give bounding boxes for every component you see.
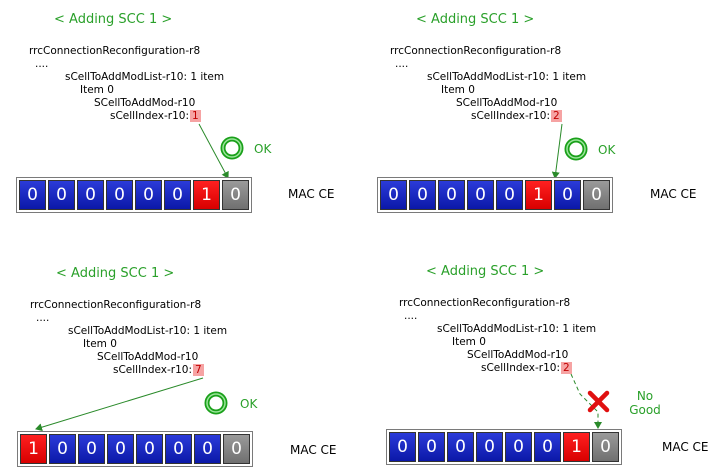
- bit-cell: 0: [534, 432, 561, 462]
- bit-cell: 0: [380, 180, 407, 210]
- rrc-code-line: Item 0: [452, 336, 486, 348]
- mac-ce-label: MAC CE: [662, 440, 709, 454]
- mac-ce-label: MAC CE: [650, 187, 697, 201]
- scell-index-label: sCellIndex-r10:: [481, 362, 561, 374]
- bit-cell: 0: [496, 180, 523, 210]
- panel-title: < Adding SCC 1 >: [426, 264, 545, 279]
- rrc-code-line: rrcConnectionReconfiguration-r8: [30, 299, 202, 311]
- scell-index-value: 2: [561, 362, 572, 374]
- bit-cell: 0: [389, 432, 416, 462]
- bit-cell: 0: [77, 180, 104, 210]
- bit-cell: 0: [409, 180, 436, 210]
- status-label: OK: [254, 142, 272, 156]
- bit-cell: 1: [525, 180, 552, 210]
- rrc-code-line: ....: [395, 58, 409, 70]
- scell-index-value: 1: [190, 110, 201, 122]
- bit-cell: 1: [20, 434, 47, 464]
- bit-cell: 0: [164, 180, 191, 210]
- bit-cell: 0: [49, 434, 76, 464]
- status-label: OK: [598, 143, 616, 157]
- rrc-code-line: sCellToAddModList-r10: 1 item: [65, 71, 225, 83]
- ok-icon: [204, 391, 228, 415]
- scell-index-label: sCellIndex-r10:: [113, 364, 193, 376]
- rrc-code-line: rrcConnectionReconfiguration-r8: [399, 297, 571, 309]
- bit-cell: 0: [135, 180, 162, 210]
- ok-icon: [220, 136, 244, 160]
- mac-ce-bitmap: 0 0 0 0 0 0 1 0: [386, 429, 622, 465]
- rrc-code-line: sCellToAddModList-r10: 1 item: [427, 71, 587, 83]
- mapping-arrow-4: [570, 373, 602, 429]
- bit-cell: 0: [222, 180, 249, 210]
- rrc-code-line: ....: [404, 310, 418, 322]
- bit-cell: 0: [418, 432, 445, 462]
- bit-cell: 0: [106, 180, 133, 210]
- mac-ce-bitmap: 0 0 0 0 0 0 1 0: [16, 177, 252, 213]
- status-label: OK: [240, 397, 258, 411]
- rrc-code-line: SCellToAddMod-r10: [97, 351, 199, 363]
- bit-cell: 0: [19, 180, 46, 210]
- rrc-code-line: ....: [35, 58, 49, 70]
- rrc-code-line: Item 0: [441, 84, 475, 96]
- bit-cell: 1: [193, 180, 220, 210]
- mac-ce-label: MAC CE: [290, 443, 337, 457]
- rrc-code-line: SCellToAddMod-r10: [94, 97, 196, 109]
- bit-cell: 0: [48, 180, 75, 210]
- mapping-arrow-2: [551, 123, 563, 179]
- bit-cell: 0: [592, 432, 619, 462]
- bit-cell: 0: [165, 434, 192, 464]
- bit-cell: 0: [467, 180, 494, 210]
- rrc-code-line: ....: [36, 312, 50, 324]
- rrc-code-line: Item 0: [83, 338, 117, 350]
- bit-cell: 0: [554, 180, 581, 210]
- scell-index-label: sCellIndex-r10:: [110, 110, 190, 122]
- panel-title: < Adding SCC 1 >: [56, 266, 175, 281]
- rrc-code-line: sCellIndex-r10:2: [481, 362, 572, 374]
- bit-cell: 0: [447, 432, 474, 462]
- rrc-code-line: SCellToAddMod-r10: [467, 349, 569, 361]
- bit-cell: 0: [583, 180, 610, 210]
- ok-icon: [564, 137, 588, 161]
- panel-title: < Adding SCC 1 >: [54, 12, 173, 27]
- bit-cell: 0: [476, 432, 503, 462]
- scell-index-value: 7: [193, 364, 204, 376]
- bit-cell: 0: [505, 432, 532, 462]
- rrc-code-line: rrcConnectionReconfiguration-r8: [390, 45, 562, 57]
- rrc-code-line: sCellIndex-r10:2: [471, 110, 562, 122]
- mapping-arrow-1: [198, 123, 229, 179]
- rrc-code-line: sCellIndex-r10:1: [110, 110, 201, 122]
- bit-cell: 0: [194, 434, 221, 464]
- bit-cell: 0: [136, 434, 163, 464]
- scell-index-value: 2: [551, 110, 562, 122]
- no-good-icon: [587, 390, 610, 413]
- mac-ce-label: MAC CE: [288, 187, 335, 201]
- rrc-code-line: sCellToAddModList-r10: 1 item: [68, 325, 228, 337]
- bit-cell: 0: [107, 434, 134, 464]
- rrc-code-line: sCellIndex-r10:7: [113, 364, 204, 376]
- status-label: No Good: [629, 389, 661, 417]
- bit-cell: 0: [438, 180, 465, 210]
- panel-title: < Adding SCC 1 >: [416, 12, 535, 27]
- mac-ce-bitmap: 0 0 0 0 0 1 0 0: [377, 177, 613, 213]
- rrc-code-line: sCellToAddModList-r10: 1 item: [437, 323, 597, 335]
- rrc-code-line: rrcConnectionReconfiguration-r8: [29, 45, 201, 57]
- scell-index-label: sCellIndex-r10:: [471, 110, 551, 122]
- rrc-code-line: Item 0: [80, 84, 114, 96]
- rrc-code-line: SCellToAddMod-r10: [456, 97, 558, 109]
- mapping-arrow-3: [35, 377, 204, 432]
- mac-ce-bitmap: 1 0 0 0 0 0 0 0: [17, 431, 253, 467]
- bit-cell: 0: [78, 434, 105, 464]
- bit-cell: 1: [563, 432, 590, 462]
- bit-cell: 0: [223, 434, 250, 464]
